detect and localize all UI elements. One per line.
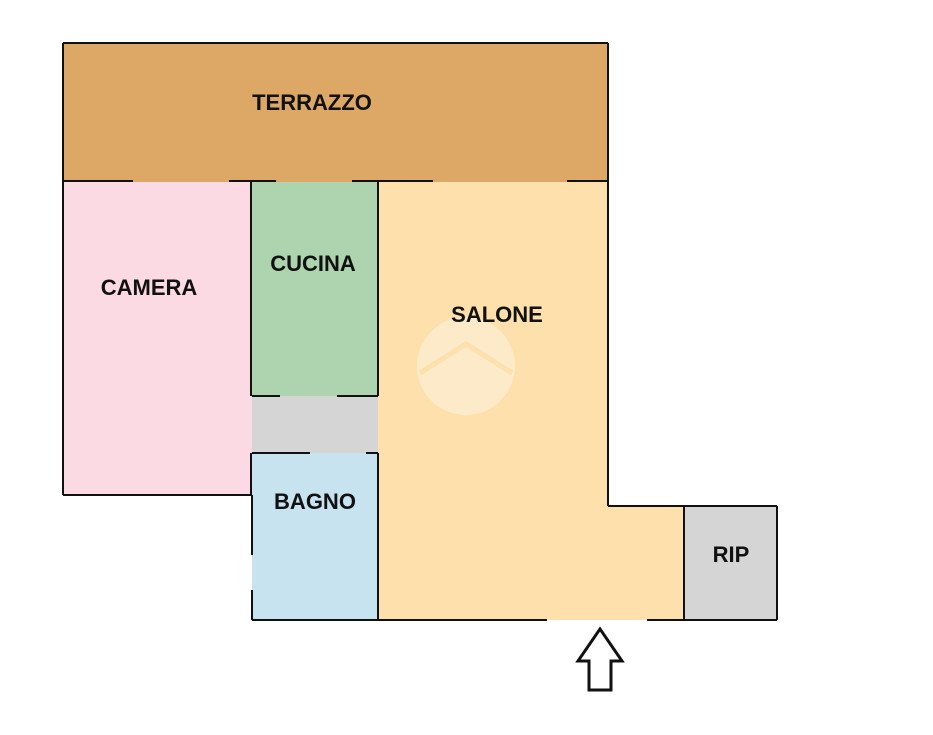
- room-camera: [63, 182, 252, 495]
- room-terrazzo: [63, 43, 608, 182]
- label-camera: CAMERA: [101, 275, 198, 300]
- room-fills: [63, 43, 777, 620]
- label-rip: RIP: [713, 542, 750, 567]
- room-rip: [684, 506, 777, 620]
- room-bagno: [252, 453, 378, 620]
- room-disimpegno: [252, 396, 378, 453]
- room-cucina: [252, 182, 378, 396]
- house-logo-icon: [417, 317, 515, 415]
- label-cucina: CUCINA: [270, 251, 356, 276]
- walls: [62, 42, 778, 621]
- up-arrow-icon: [575, 626, 625, 692]
- label-terrazzo: TERRAZZO: [252, 90, 372, 115]
- room-salone: [378, 182, 684, 620]
- label-salone: SALONE: [451, 302, 543, 327]
- label-bagno: BAGNO: [274, 489, 356, 514]
